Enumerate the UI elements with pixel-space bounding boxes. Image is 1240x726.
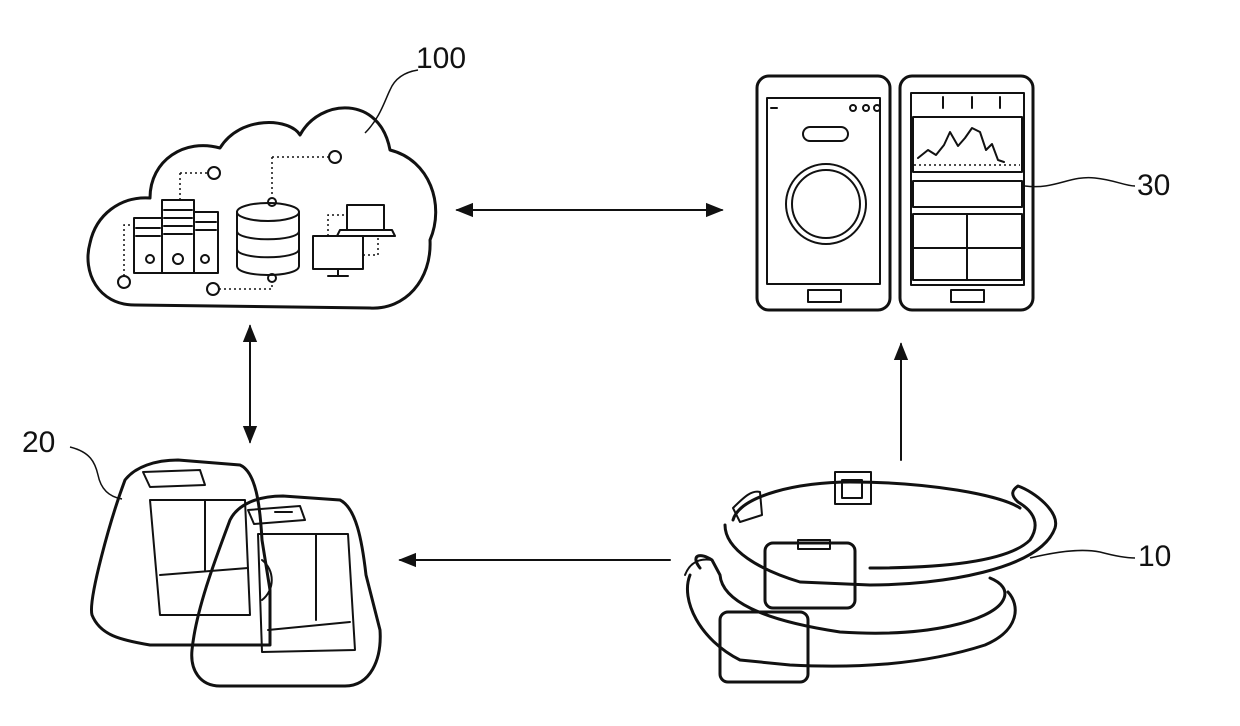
- smartphone-reference-label: 30: [1137, 171, 1170, 201]
- laptop-icon: [337, 205, 395, 236]
- server-rack-icon: [134, 200, 218, 273]
- charging-cradle-icon: [70, 447, 380, 686]
- cloud-server-icon: [88, 70, 436, 308]
- monitor-icon: [313, 236, 363, 276]
- database-icon: [237, 203, 299, 275]
- cradle-reference-label: 20: [22, 428, 55, 458]
- smartphone-icon: [757, 76, 1135, 310]
- cloud-reference-label: 100: [416, 44, 466, 74]
- headband-reference-label: 10: [1138, 542, 1171, 572]
- headband-device-icon: [685, 472, 1135, 682]
